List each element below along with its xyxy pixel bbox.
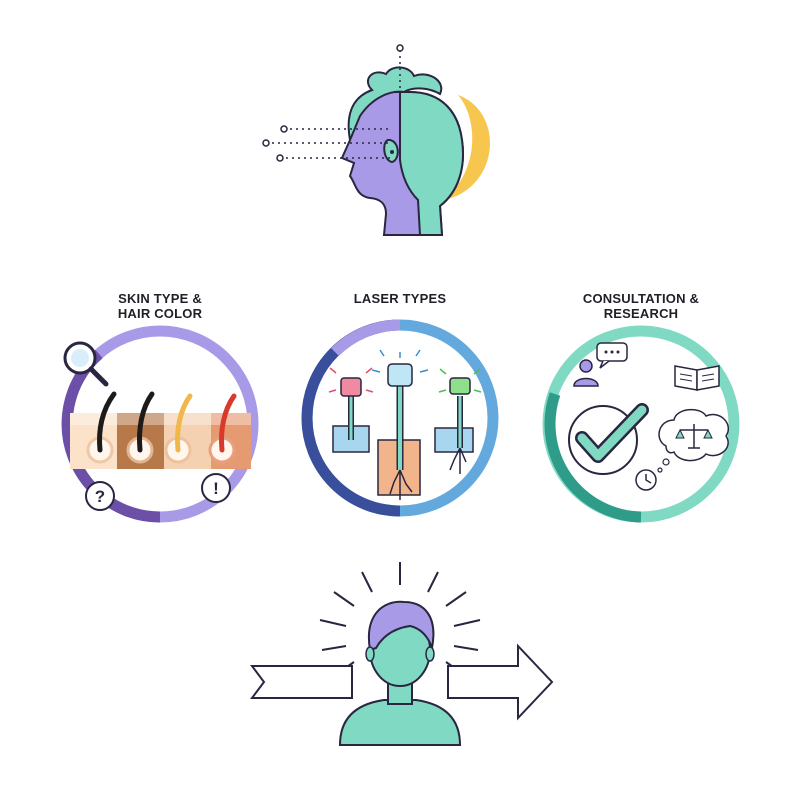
clock-icon (635, 469, 657, 491)
laser-types-circle (301, 319, 499, 517)
skin-hair-circle: ? ! (61, 325, 259, 523)
section-title-laser: LASER TYPES (353, 291, 447, 306)
exclamation-icon: ! (201, 473, 231, 503)
section-title-skin: SKIN TYPE & HAIR COLOR (117, 291, 203, 321)
svg-text:?: ? (95, 487, 105, 506)
person-glow-icon (250, 562, 554, 746)
speech-bubble-icon (573, 342, 628, 387)
svg-text:!: ! (213, 479, 219, 498)
checkmark-icon (568, 403, 649, 475)
head-scan-icon (262, 44, 490, 236)
question-icon: ? (85, 481, 115, 511)
consultation-circle (542, 325, 740, 523)
scales-icon (657, 408, 729, 473)
magnifier-icon (63, 341, 109, 387)
section-title-consult: CONSULTATION & RESEARCH (582, 291, 700, 321)
book-icon (674, 365, 720, 391)
